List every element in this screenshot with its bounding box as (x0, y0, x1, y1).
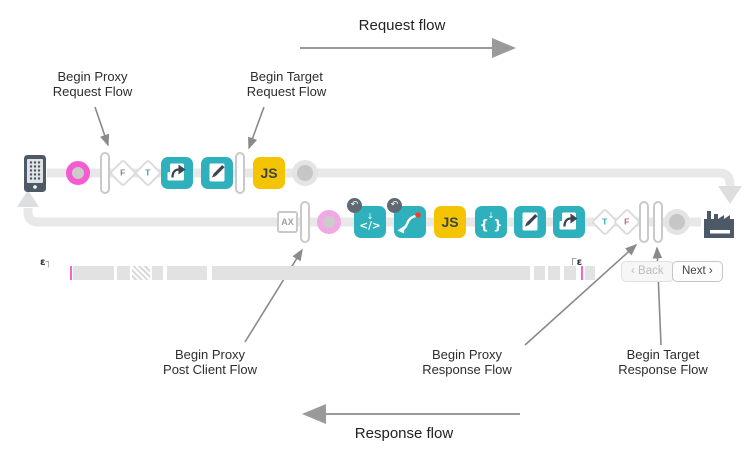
timeline-segment (564, 266, 576, 280)
timeline-segment (534, 266, 545, 280)
diamond-letter: F (120, 167, 126, 178)
js-label: JS (260, 165, 278, 181)
request-track (47, 168, 735, 187)
begin-proxy-response-flow-marker[interactable] (639, 201, 649, 243)
epsilon-glyph: ε (576, 257, 583, 268)
loop-badge-icon: ↶ (347, 198, 362, 213)
diamond-letter: T (145, 167, 151, 178)
label-begin-target-request: Begin Target Request Flow (246, 69, 327, 99)
begin-proxy-post-client-flow-marker[interactable] (300, 201, 310, 243)
pencil-glyph (522, 212, 538, 231)
javascript-policy-icon-request[interactable]: JS (253, 157, 285, 189)
timeline-segment (548, 266, 560, 280)
assign-message-policy-icon[interactable]: ↓ { } (475, 206, 507, 238)
begin-target-request-flow-marker[interactable] (235, 152, 245, 194)
down-arrow-glyph: ↓ (487, 211, 495, 220)
analytics-step-box[interactable]: AX (277, 211, 298, 233)
timeline-tick (581, 266, 583, 280)
response-track-arrowhead (17, 190, 39, 207)
code-glyph: </> (359, 220, 381, 232)
timeline-segment (212, 266, 530, 280)
pencil-glyph (209, 163, 225, 182)
label-begin-proxy-post-client: Begin Proxy Post Client Flow (163, 347, 257, 377)
diamond-letter: T (602, 216, 608, 227)
request-received-ring[interactable] (66, 161, 90, 185)
paper-arrow-glyph (559, 212, 578, 230)
request-sent-circle[interactable] (292, 160, 318, 186)
edit-policy-icon-response[interactable] (514, 206, 546, 238)
flow-callout-policy-icon[interactable]: ↶ (387, 198, 426, 238)
down-arrow-glyph: ↓ (366, 212, 374, 221)
request-track-arrowhead (718, 186, 742, 204)
arrow-begin-proxy-post-client (244, 248, 303, 343)
ax-label: AX (281, 217, 294, 227)
response-ring[interactable] (317, 210, 341, 234)
begin-target-response-flow-marker[interactable] (653, 201, 663, 243)
callout-policy-icon-response[interactable] (553, 206, 585, 238)
response-received-circle[interactable] (664, 209, 690, 235)
epsilon-glyph: ε (40, 257, 46, 268)
timeline-tick (70, 266, 72, 280)
label-begin-proxy-request: Begin Proxy Request Flow (52, 69, 133, 99)
bracket-glyph: Γ (571, 257, 577, 268)
label-begin-target-response: Begin Target Response Flow (618, 347, 708, 377)
circle-core (297, 165, 313, 181)
timeline-segment (73, 266, 114, 280)
timeline-segment (167, 266, 207, 280)
timeline-left-mark: ε┐ (40, 258, 52, 268)
timeline-right-mark: Γε (571, 258, 582, 268)
timeline-bar[interactable] (70, 266, 596, 280)
request-flow-label: Request flow (358, 17, 446, 34)
target-factory-icon[interactable] (701, 208, 737, 238)
circle-core (669, 214, 685, 230)
arrow-begin-target-request (248, 106, 265, 150)
timeline-segment (585, 266, 595, 280)
arrow-begin-proxy-response (524, 243, 638, 346)
back-button[interactable]: ‹ Back (621, 261, 674, 282)
braces-glyph: { } (479, 218, 503, 233)
extract-variables-policy-icon[interactable]: ↶ ↓ </> (347, 198, 386, 238)
callout-policy-icon-request[interactable] (161, 157, 193, 189)
response-track (23, 208, 701, 227)
client-phone-icon[interactable] (24, 155, 46, 192)
edit-policy-icon-request[interactable] (201, 157, 233, 189)
curved-arrow-red-dot-glyph (397, 212, 421, 234)
next-button[interactable]: Next › (672, 261, 723, 282)
begin-proxy-request-flow-marker[interactable] (100, 152, 110, 194)
timeline-segment (132, 266, 150, 280)
label-begin-proxy-response: Begin Proxy Response Flow (422, 347, 512, 377)
loop-badge-icon: ↶ (387, 198, 402, 213)
js-label: JS (441, 214, 459, 230)
timeline-segment (152, 266, 163, 280)
bracket-glyph: ┐ (45, 257, 52, 268)
javascript-policy-icon-response[interactable]: JS (434, 206, 466, 238)
diamond-letter: F (624, 216, 630, 227)
timeline-segment (117, 266, 130, 280)
response-flow-label: Response flow (354, 425, 454, 442)
arrow-begin-proxy-request (94, 106, 110, 147)
paper-arrow-glyph (167, 163, 186, 181)
